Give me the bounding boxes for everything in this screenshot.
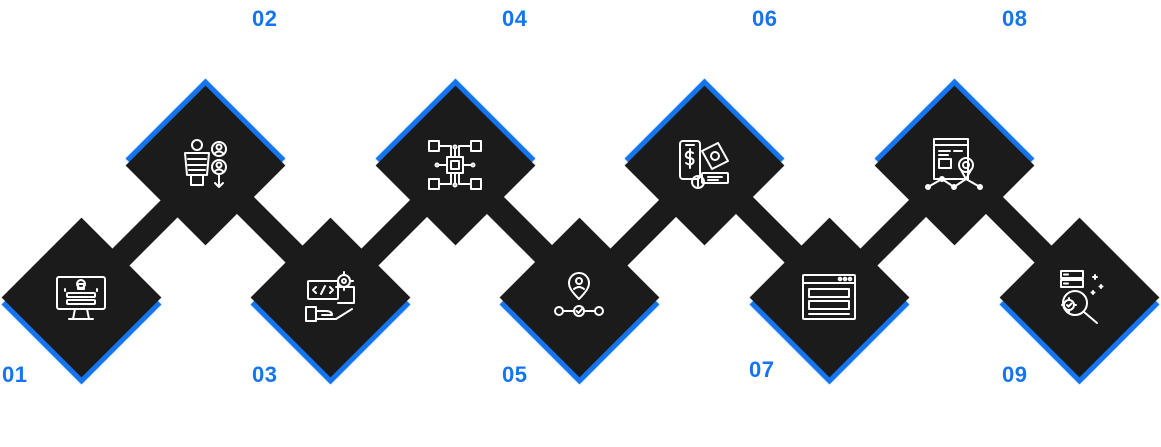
code-settings-hand-icon [300, 267, 360, 327]
step-number-04: 04 [502, 6, 528, 31]
mobile-payment-icon [674, 135, 734, 195]
server-search-gear-icon [1049, 267, 1109, 327]
step-node-04 [375, 78, 535, 245]
login-screen-icon [51, 267, 111, 327]
circuit-chip-icon [425, 135, 485, 195]
user-location-workflow-icon [549, 267, 609, 327]
step-number-07: 07 [749, 357, 775, 382]
step-number-06: 06 [752, 6, 778, 31]
step-node-03 [250, 217, 410, 384]
step-node-08 [874, 78, 1034, 245]
step-number-02: 02 [252, 6, 278, 31]
user-data-transfer-icon [175, 135, 235, 195]
step-number-03: 03 [252, 362, 278, 387]
step-node-01 [1, 217, 161, 384]
step-number-08: 08 [1002, 6, 1028, 31]
step-number-01: 01 [2, 362, 28, 387]
step-node-09 [999, 217, 1159, 384]
step-node-06 [624, 78, 784, 245]
step-node-07 [749, 217, 909, 384]
step-number-05: 05 [502, 362, 528, 387]
browser-window-icon [799, 267, 859, 327]
step-node-05 [499, 217, 659, 384]
report-location-network-icon [924, 135, 984, 195]
step-number-09: 09 [1002, 362, 1028, 387]
step-node-02 [125, 78, 285, 245]
